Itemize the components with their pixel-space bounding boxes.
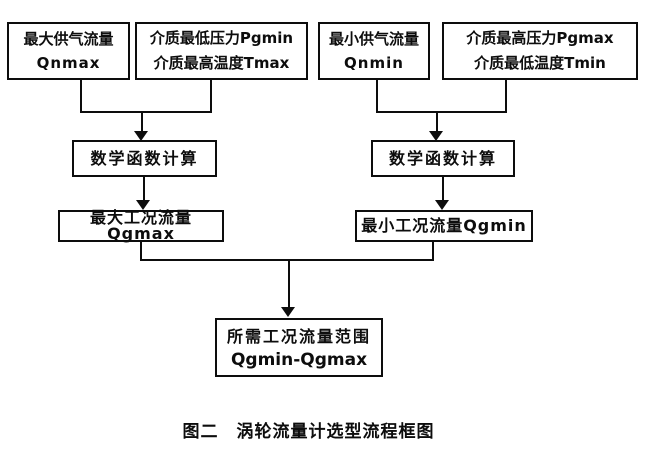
node-qnmin-line2: Qnmin [344,54,404,72]
node-qgmin-label: 最小工况流量Qgmin [361,216,527,235]
node-medium-max-line2: 介质最高温度Tmax [153,54,290,72]
figure-caption: 图二 涡轮流量计选型流程框图 [182,422,435,442]
node-math-left: 数学函数计算 [72,140,217,177]
arrowhead-result [281,307,295,317]
connector-bottom-hbar [140,259,434,261]
arrowhead-qgmax [136,200,150,210]
node-medium-min-line1: 介质最高压力Pgmax [466,29,614,47]
connector-bottom-stem [288,259,290,308]
node-result-line2: Qgmin-Qgmax [230,349,368,370]
node-medium-min: 介质最高压力Pgmax 介质最低温度Tmin [442,22,638,80]
node-qnmax-line1: 最大供气流量 [23,30,114,48]
node-qnmax: 最大供气流量 Qnmax [7,22,130,80]
connector-qnmin-drop [376,80,378,113]
connector-left-hbar [80,111,212,113]
connector-medium-max-drop [210,80,212,113]
arrowhead-math-right [429,131,443,141]
connector-qgmax-drop [140,242,142,261]
connector-medium-min-drop [505,80,507,113]
node-result-line1: 所需工况流量范围 [226,326,371,346]
node-medium-min-line2: 介质最低温度Tmin [474,54,606,72]
arrowhead-math-left [134,131,148,141]
arrowhead-qgmin [435,200,449,210]
node-medium-max-line1: 介质最低压力Pgmin [149,29,294,47]
connector-math-left-stem [143,177,145,202]
node-qnmin-line1: 最小供气流量 [328,30,419,48]
node-qgmax-label: 最大工况流量Qgmax [89,208,192,243]
connector-left-stem [141,111,143,132]
connector-math-right-stem [442,177,444,202]
connector-qnmax-drop [80,80,82,113]
node-qgmin: 最小工况流量Qgmin [355,210,533,242]
node-qgmax: 最大工况流量Qgmax [58,210,224,242]
node-math-left-label: 数学函数计算 [90,148,199,168]
node-medium-max: 介质最低压力Pgmin 介质最高温度Tmax [135,22,308,80]
node-qnmin: 最小供气流量 Qnmin [318,22,430,80]
node-math-right-label: 数学函数计算 [388,148,497,168]
node-result: 所需工况流量范围 Qgmin-Qgmax [215,318,383,377]
node-math-right: 数学函数计算 [371,140,515,177]
connector-qgmin-drop [432,242,434,261]
node-qnmax-line2: Qnmax [36,54,101,72]
connector-right-stem [436,111,438,132]
connector-right-hbar [376,111,507,113]
